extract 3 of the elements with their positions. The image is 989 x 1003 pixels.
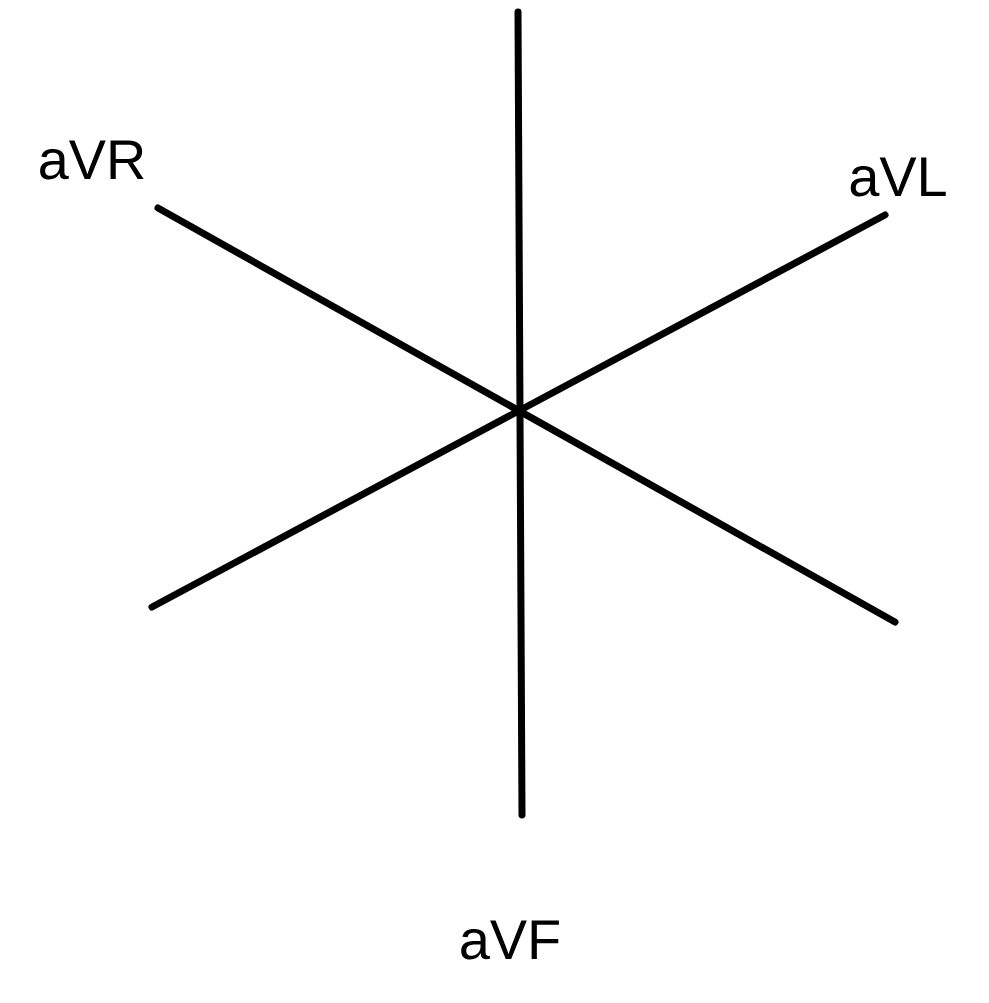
axis-label: aVL (850, 157, 946, 197)
axis-label: aVR (40, 140, 144, 180)
axis-label: aVF (461, 920, 559, 960)
